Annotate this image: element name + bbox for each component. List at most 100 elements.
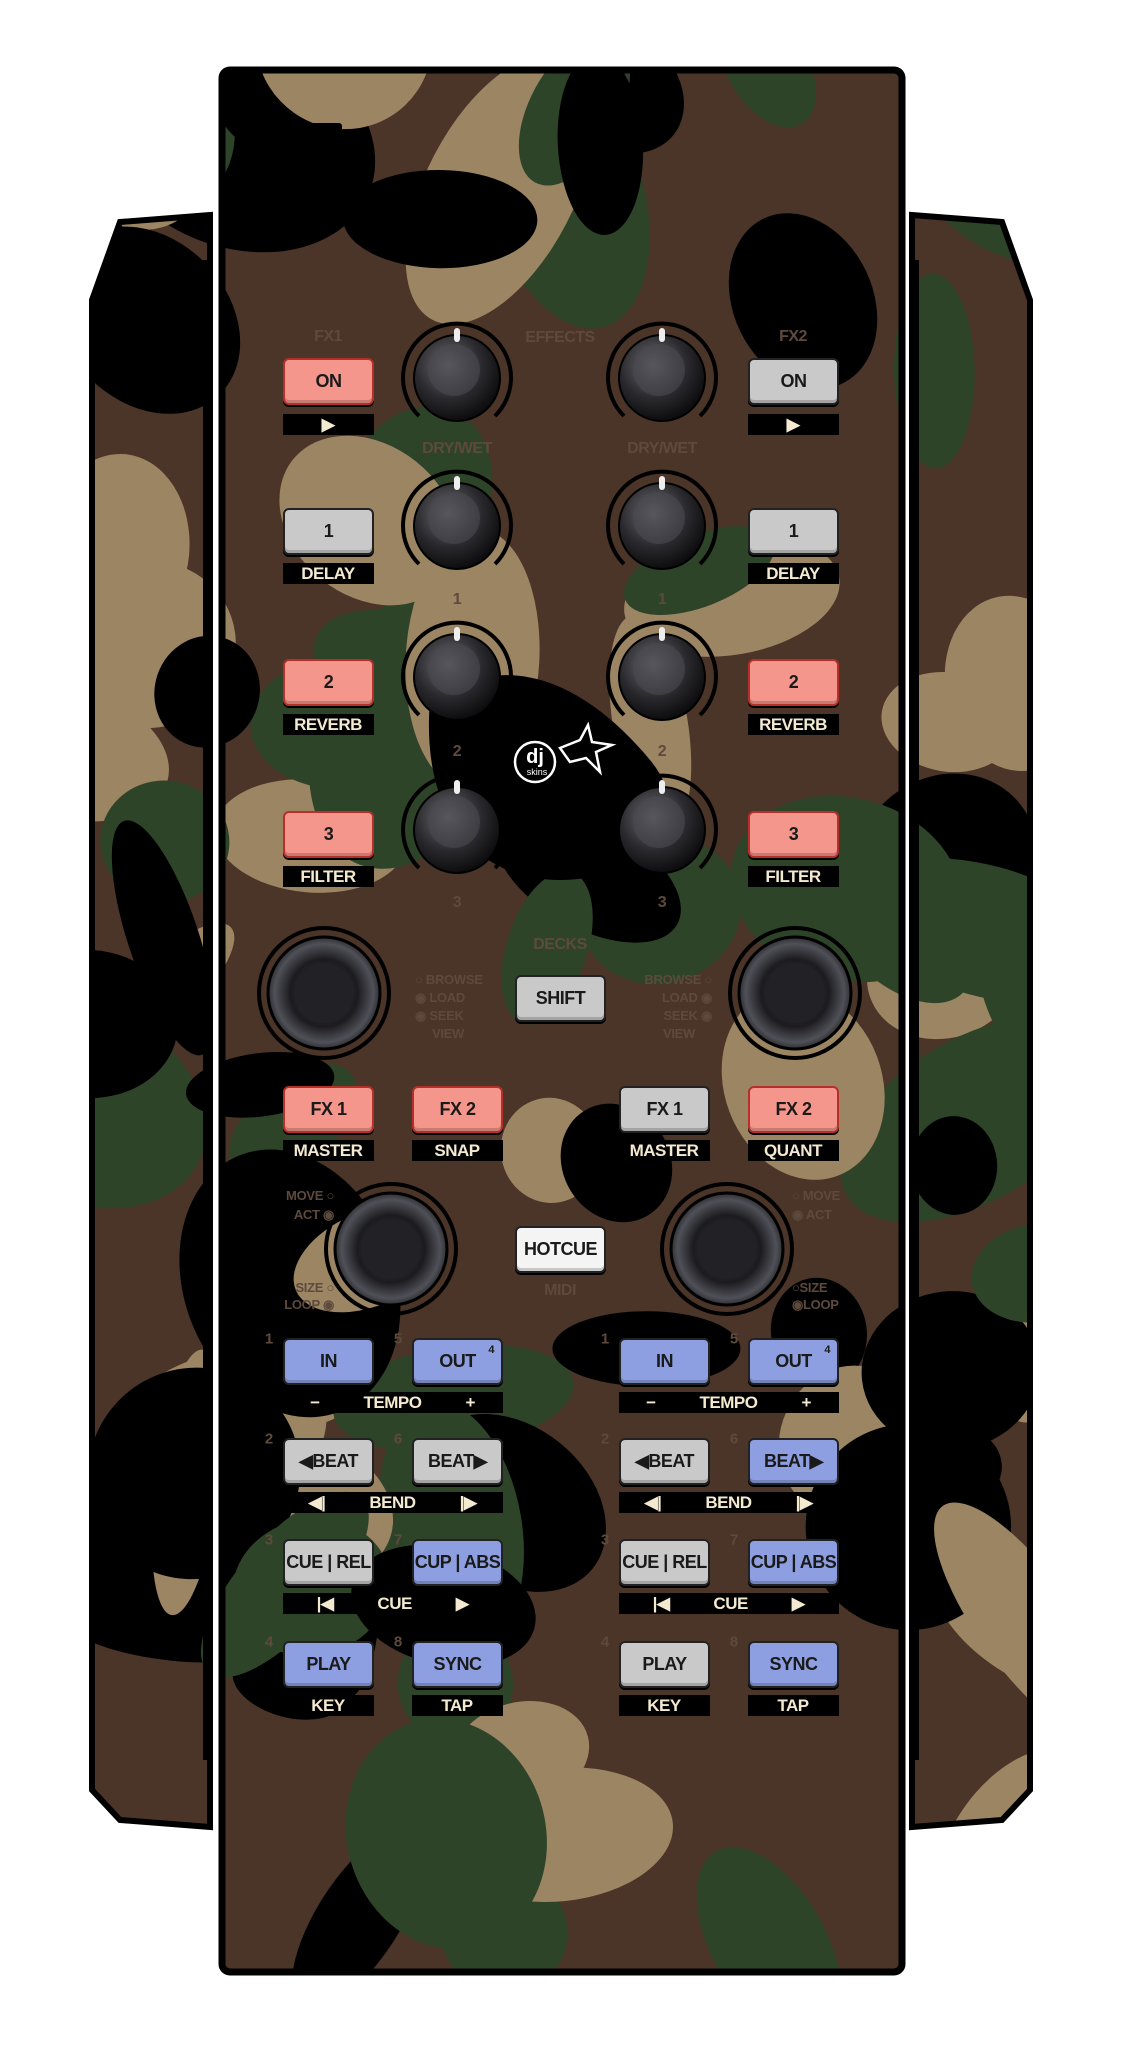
tap-label-left: TAP	[411, 1695, 503, 1716]
transport-button-right[interactable]: SYNC	[748, 1641, 839, 1688]
fx-button-1-right-label: 1	[788, 521, 799, 541]
fx-label-left: FILTER	[282, 866, 374, 887]
fx-button-2-left[interactable]: 2	[283, 659, 374, 706]
fx-label-right: FILTER	[747, 866, 839, 887]
fx-button-2-right[interactable]: 2	[748, 659, 839, 706]
label-part: CUE	[713, 1593, 748, 1613]
fx-assign-label-left: MASTER	[282, 1140, 374, 1161]
fx-assign-button-2-right-label: FX 2	[775, 1099, 812, 1119]
loop-label-left: MOVE ○	[286, 1188, 334, 1203]
fx-amount-knob-right[interactable]	[606, 321, 718, 422]
transport-button-left-label: PLAY	[306, 1654, 351, 1674]
pad-number: 8	[393, 1633, 403, 1651]
loop-encoder-right[interactable]	[660, 1182, 794, 1316]
fx-button-1-right[interactable]: 1	[748, 508, 839, 555]
browse-encoder-left[interactable]	[257, 926, 391, 1060]
fx1-title: FX1	[314, 328, 342, 345]
fx-param-knob-1-left[interactable]	[401, 469, 513, 570]
fx-on-button-left-label: ON	[315, 371, 343, 391]
label-part: |◀	[652, 1593, 670, 1613]
transport-button-right[interactable]: BEAT▶	[748, 1438, 839, 1485]
fx-assign-button-1-left-label: FX 1	[310, 1099, 347, 1119]
fx-param-knob-3-right[interactable]	[606, 773, 718, 874]
label-part: |▶	[459, 1492, 477, 1512]
transport-button-left[interactable]: SYNC	[412, 1641, 503, 1688]
label-part: ◀|	[644, 1492, 662, 1512]
pad-number: 4	[600, 1633, 610, 1651]
mode-label-right: SEEK ◉	[663, 1008, 712, 1023]
transport-button-left[interactable]: PLAY	[283, 1641, 374, 1688]
decks-title: DECKS	[533, 936, 587, 953]
hotcue-number: 4	[488, 1344, 494, 1356]
transport-button-left[interactable]: CUE | REL	[283, 1539, 374, 1586]
mode-label-left: ○ BROWSE	[415, 972, 483, 987]
transport-button-left[interactable]: CUP | ABS	[412, 1539, 503, 1586]
fx-button-1-left[interactable]: 1	[283, 508, 374, 555]
loop-encoder-left[interactable]	[324, 1182, 458, 1316]
fx-param-knob-1-right[interactable]	[606, 469, 718, 570]
shift-button[interactable]: SHIFT	[515, 975, 606, 1022]
fx-assign-button-2-left[interactable]: FX 2	[412, 1086, 503, 1133]
knob-number-right: 1	[657, 591, 667, 608]
transport-button-left-label: CUE | REL	[286, 1552, 371, 1572]
hotcue-number: 4	[824, 1344, 830, 1356]
pad-number: 5	[729, 1330, 739, 1348]
pad-number: 5	[393, 1330, 403, 1348]
fx-button-3-right[interactable]: 3	[748, 811, 839, 858]
loop-label-left: ACT ◉	[293, 1207, 334, 1222]
tap-label-right: TAP	[747, 1695, 839, 1716]
transport-button-right-label: SYNC	[769, 1654, 818, 1674]
transport-button-right[interactable]: CUP | ABS	[748, 1539, 839, 1586]
pad-number: 8	[729, 1633, 739, 1651]
svg-text:dj: dj	[526, 746, 544, 768]
transport-button-right[interactable]: CUE | REL	[619, 1539, 710, 1586]
knob-number-left: 3	[452, 894, 462, 911]
label-part: −	[646, 1392, 656, 1412]
mode-label-right: VIEW	[662, 1026, 695, 1041]
fx-assign-button-1-right[interactable]: FX 1	[619, 1086, 710, 1133]
mode-label-left: VIEW	[432, 1026, 465, 1041]
transport-button-left[interactable]: BEAT▶	[412, 1438, 503, 1485]
transport-button-left-label: SYNC	[433, 1654, 482, 1674]
fx-on-button-left[interactable]: ON	[283, 358, 374, 405]
transport-button-left-label: CUP | ABS	[414, 1552, 501, 1572]
fx-on-button-right[interactable]: ON	[748, 358, 839, 405]
effects-title: EFFECTS	[525, 329, 595, 346]
mode-label-right: LOAD ◉	[662, 990, 712, 1005]
key-label-left: KEY	[282, 1695, 374, 1716]
browse-encoder-right[interactable]	[728, 926, 862, 1060]
fx-assign-button-1-left[interactable]: FX 1	[283, 1086, 374, 1133]
fx-assign-button-2-right[interactable]: FX 2	[748, 1086, 839, 1133]
transport-button-left-label: BEAT▶	[427, 1451, 488, 1471]
drywet-label-right: DRY/WET	[627, 440, 697, 457]
transport-button-right[interactable]: IN	[619, 1338, 710, 1385]
label-part: TEMPO	[699, 1392, 758, 1412]
transport-button-right-label: CUP | ABS	[750, 1552, 837, 1572]
fx-param-knob-2-left[interactable]	[401, 620, 513, 721]
transport-button-right[interactable]: PLAY	[619, 1641, 710, 1688]
fx-label-left: DELAY	[282, 563, 374, 584]
pad-number: 2	[600, 1430, 610, 1448]
fx-label-left: REVERB	[282, 714, 374, 735]
knob-number-right: 3	[657, 894, 667, 911]
left-cue-label: |◀CUE▶	[282, 1593, 503, 1614]
hotcue-button[interactable]: HOTCUE	[515, 1226, 606, 1273]
transport-button-right-label: IN	[656, 1351, 674, 1371]
transport-button-left[interactable]: IN	[283, 1338, 374, 1385]
fx-amount-knob-left[interactable]	[401, 321, 513, 422]
pad-number: 3	[600, 1531, 610, 1549]
transport-button-left[interactable]: ◀BEAT	[283, 1438, 374, 1485]
midi-label: MIDI	[544, 1282, 576, 1299]
pad-number: 3	[264, 1531, 274, 1549]
pad-number: 6	[729, 1430, 739, 1448]
transport-button-right[interactable]: ◀BEAT	[619, 1438, 710, 1485]
drywet-label-left: DRY/WET	[422, 440, 492, 457]
loop-label-left: SIZE ○	[295, 1280, 334, 1295]
fx-button-3-right-label: 3	[788, 824, 799, 844]
fx-button-3-left[interactable]: 3	[283, 811, 374, 858]
fx-param-knob-2-right[interactable]	[606, 620, 718, 721]
fx-param-knob-3-left[interactable]	[401, 773, 513, 874]
